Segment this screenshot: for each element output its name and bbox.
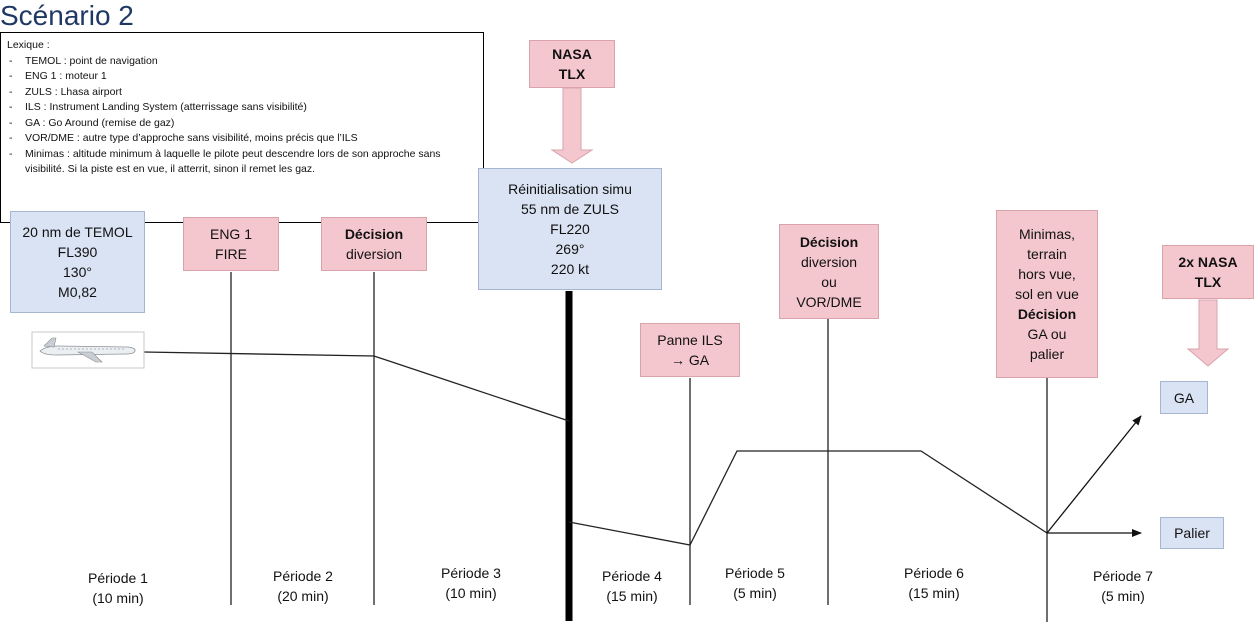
lexique-item: VOR/DME : autre type d’approche sans vis… — [7, 131, 477, 147]
nasa-tlx-box: NASA TLX — [529, 40, 615, 88]
eng-line: ENG 1 — [209, 226, 252, 242]
period-name: Période 3 — [441, 565, 501, 581]
period-duration: (10 min) — [445, 585, 497, 601]
period-name: Période 2 — [273, 568, 333, 584]
nasa1-down-arrow — [550, 87, 594, 164]
flight-path — [568, 450, 1048, 546]
nasa-line: 2x NASA — [1178, 254, 1238, 270]
minimas-line: GA ou — [1027, 326, 1067, 342]
minimas-line: palier — [1029, 346, 1065, 362]
nasa2-down-arrow — [1186, 299, 1230, 367]
decision-label: Décision — [344, 226, 404, 242]
minimas-line: Minimas, — [1018, 226, 1075, 242]
period-name: Période 5 — [725, 565, 785, 581]
period-name: Période 6 — [904, 565, 964, 581]
page-title: Scénario 2 — [0, 0, 134, 31]
period-duration: (5 min) — [733, 585, 777, 601]
reinit-line: 269° — [555, 241, 585, 257]
lexique-item: TEMOL : point de navigation — [7, 54, 477, 70]
start-box: 20 nm de TEMOL FL390 130° M0,82 — [10, 211, 145, 313]
period-label: Période 1 (10 min) — [58, 568, 178, 608]
lexique-item: ZULS : Lhasa airport — [7, 85, 477, 101]
period-label: Période 3 (10 min) — [411, 563, 531, 603]
nasa-tlx-2x-box: 2x NASA TLX — [1162, 245, 1254, 299]
minimas-line: sol en vue — [1015, 286, 1079, 302]
reinit-box: Réinitialisation simu 55 nm de ZULS FL22… — [478, 168, 662, 290]
period-label: Période 4 (15 min) — [572, 566, 692, 606]
minimas-line: terrain — [1027, 246, 1067, 262]
lexique-item: ILS : Instrument Landing System (atterri… — [7, 100, 477, 116]
period-duration: (20 min) — [277, 588, 329, 604]
minimas-line: hors vue, — [1018, 266, 1076, 282]
lexique-legend: Lexique : TEMOL : point de navigation EN… — [0, 32, 484, 223]
eng-fire-box: ENG 1 FIRE — [183, 217, 279, 271]
decision-diversion-box: Décision diversion — [321, 217, 427, 271]
period-name: Période 1 — [88, 570, 148, 586]
decision-option: VOR/DME — [796, 293, 862, 310]
period-label: Période 6 (15 min) — [874, 563, 994, 603]
nasa-line: TLX — [558, 66, 586, 82]
panne-line: → GA — [670, 352, 710, 368]
period-label: Période 5 (5 min) — [695, 563, 815, 603]
period-label: Période 2 (20 min) — [243, 566, 363, 606]
period-label: Période 7 (5 min) — [1063, 566, 1183, 606]
minimas-decision: Décision — [1017, 306, 1077, 322]
decision-vor-box: Décision diversion ou VOR/DME — [779, 224, 879, 319]
start-line: 20 nm de TEMOL — [22, 224, 133, 240]
lexique-item: ENG 1 : moteur 1 — [7, 69, 477, 85]
start-line: 130° — [63, 264, 92, 280]
decision-option: diversion — [800, 253, 858, 270]
decision-option: ou — [821, 273, 837, 290]
reinit-line: 55 nm de ZULS — [520, 201, 620, 217]
minimas-box: Minimas, terrain hors vue, sol en vue Dé… — [996, 210, 1098, 378]
ga-box: GA — [1160, 381, 1208, 414]
lexique-item: Minimas : altitude minimum à laquelle le… — [7, 147, 477, 178]
period-duration: (15 min) — [606, 588, 658, 604]
decision-label: Décision — [799, 233, 859, 250]
decision-option: diversion — [345, 246, 403, 262]
start-line: FL390 — [57, 244, 98, 260]
reinit-line: 220 kt — [550, 261, 590, 277]
lexique-item: GA : Go Around (remise de gaz) — [7, 116, 477, 132]
nasa-line: TLX — [1194, 274, 1222, 290]
ga-arrow — [1046, 415, 1142, 534]
panne-ils-box: Panne ILS → GA — [640, 323, 740, 377]
period-name: Période 4 — [602, 568, 662, 584]
period-name: Période 7 — [1093, 568, 1153, 584]
flight-path — [143, 351, 570, 422]
eng-line: FIRE — [215, 246, 247, 262]
palier-box: Palier — [1160, 517, 1224, 549]
lexique-list: TEMOL : point de navigation ENG 1 : mote… — [7, 54, 477, 178]
reinit-line: FL220 — [550, 221, 590, 237]
panne-line: Panne ILS — [657, 332, 723, 348]
period-duration: (5 min) — [1101, 588, 1145, 604]
start-line: M0,82 — [58, 284, 97, 300]
lexique-heading: Lexique : — [7, 39, 50, 51]
reinit-line: Réinitialisation simu — [508, 181, 632, 197]
airplane-icon — [31, 331, 145, 369]
period-duration: (15 min) — [908, 585, 960, 601]
nasa-line: NASA — [552, 46, 592, 62]
period-duration: (10 min) — [92, 590, 144, 606]
